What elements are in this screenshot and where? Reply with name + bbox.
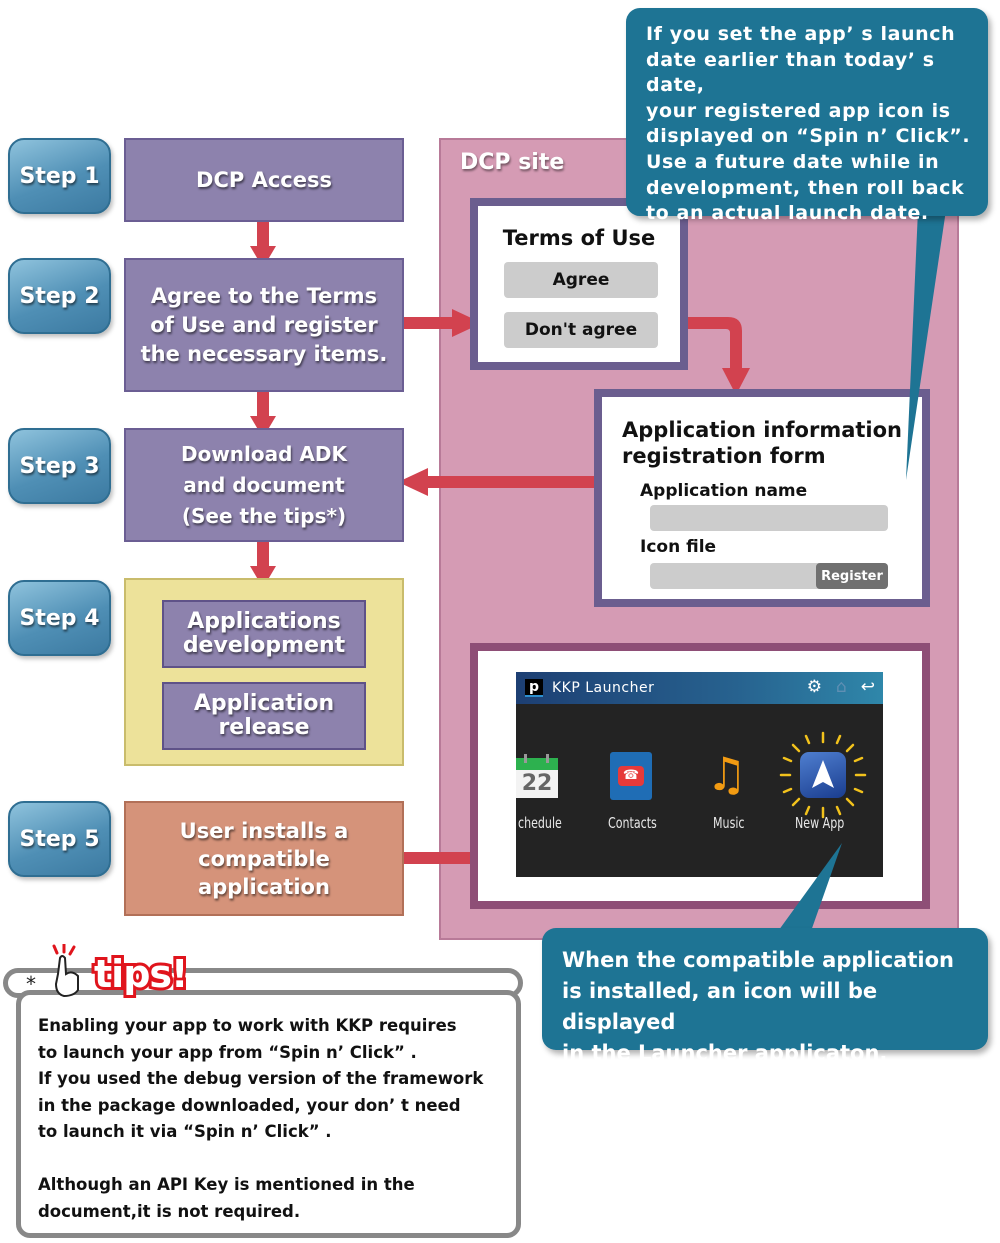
step-badge-label: Step 2 xyxy=(19,283,100,309)
step-badge-2: Step 2 xyxy=(8,258,111,334)
step4-item-text: Applications development xyxy=(182,609,346,658)
tips-label: tips! xyxy=(91,949,191,999)
step-badge-label: Step 4 xyxy=(19,605,100,631)
step5-box: User installs a compatible application xyxy=(124,801,404,916)
registration-form: Application information registration for… xyxy=(594,389,930,607)
calendar-icon[interactable]: 22 xyxy=(516,754,558,798)
step-badge-3: Step 3 xyxy=(8,428,111,504)
step2-box: Agree to the Terms of Use and register t… xyxy=(124,258,404,392)
form-title: Application information registration for… xyxy=(622,418,902,468)
step4-item-text: Application release xyxy=(193,691,335,740)
terms-title: Terms of Use xyxy=(502,226,656,250)
step1-box: DCP Access xyxy=(124,138,404,222)
agree-button[interactable]: Agree xyxy=(504,262,658,298)
register-button[interactable]: Register xyxy=(816,563,888,589)
step-badge-4: Step 4 xyxy=(8,580,111,656)
app-label: chedule xyxy=(518,814,562,832)
dont-agree-button[interactable]: Don't agree xyxy=(504,312,658,348)
step5-text: User installs a compatible application xyxy=(179,818,349,899)
launcher-title: KKP Launcher xyxy=(552,680,655,696)
arrow-form-step3 xyxy=(398,468,610,496)
app-name-field[interactable] xyxy=(650,505,888,531)
step-badge-label: Step 1 xyxy=(19,163,100,189)
arrow-step1-step2 xyxy=(250,222,276,268)
back-icon[interactable]: ↩ xyxy=(860,677,875,697)
step-badge-1: Step 1 xyxy=(8,138,111,214)
application-release-box: Application release xyxy=(162,682,366,750)
app-label: New App xyxy=(795,814,845,832)
arrow-step3-step4 xyxy=(250,542,276,588)
step-badge-label: Step 5 xyxy=(19,826,100,852)
terms-of-use-panel: Terms of Use Agree Don't agree xyxy=(470,198,688,370)
icon-file-label: Icon file xyxy=(640,537,717,557)
calendar-day: 22 xyxy=(516,770,558,798)
app-label: Contacts xyxy=(608,814,657,832)
home-icon[interactable]: ⌂ xyxy=(835,677,847,697)
step2-text: Agree to the Terms of Use and register t… xyxy=(140,283,388,366)
music-note-icon[interactable]: ♫ xyxy=(706,747,748,801)
contacts-book-icon[interactable]: ☎ xyxy=(610,752,652,800)
launch-date-callout: If you set the app’ s launch date earlie… xyxy=(626,8,988,224)
new-app-glow-rays xyxy=(779,731,867,819)
step1-text: DCP Access xyxy=(196,168,332,192)
step-badge-5: Step 5 xyxy=(8,801,111,877)
launcher-title-bar: p KKP Launcher ⚙ ⌂ ↩ xyxy=(516,672,883,704)
tips-text: Enabling your app to work with KKP requi… xyxy=(38,1016,484,1221)
tips-scroll xyxy=(16,990,521,1238)
gear-icon[interactable]: ⚙ xyxy=(806,677,822,697)
step3-text: Download ADK and document (See the tips*… xyxy=(180,441,347,528)
app-name-label: Application name xyxy=(640,481,808,501)
pointing-hand-icon xyxy=(48,942,84,998)
navigation-arrow-icon[interactable] xyxy=(800,752,846,798)
arrow-step2-terms xyxy=(396,309,482,337)
launcher-logo-icon: p xyxy=(525,679,543,697)
arrow-step2-step3 xyxy=(250,392,276,438)
kkp-launcher-screen: p KKP Launcher ⚙ ⌂ ↩ 22 ☎ ♫ che xyxy=(516,672,883,877)
step-badge-label: Step 3 xyxy=(19,453,100,479)
app-label: Music xyxy=(713,814,745,832)
tips-asterisk: * xyxy=(26,972,36,996)
launcher-icon-callout: When the compatible application is insta… xyxy=(542,928,988,1065)
step3-box: Download ADK and document (See the tips*… xyxy=(124,428,404,542)
applications-development-box: Applications development xyxy=(162,600,366,668)
dcp-site-title: DCP site xyxy=(460,150,565,175)
